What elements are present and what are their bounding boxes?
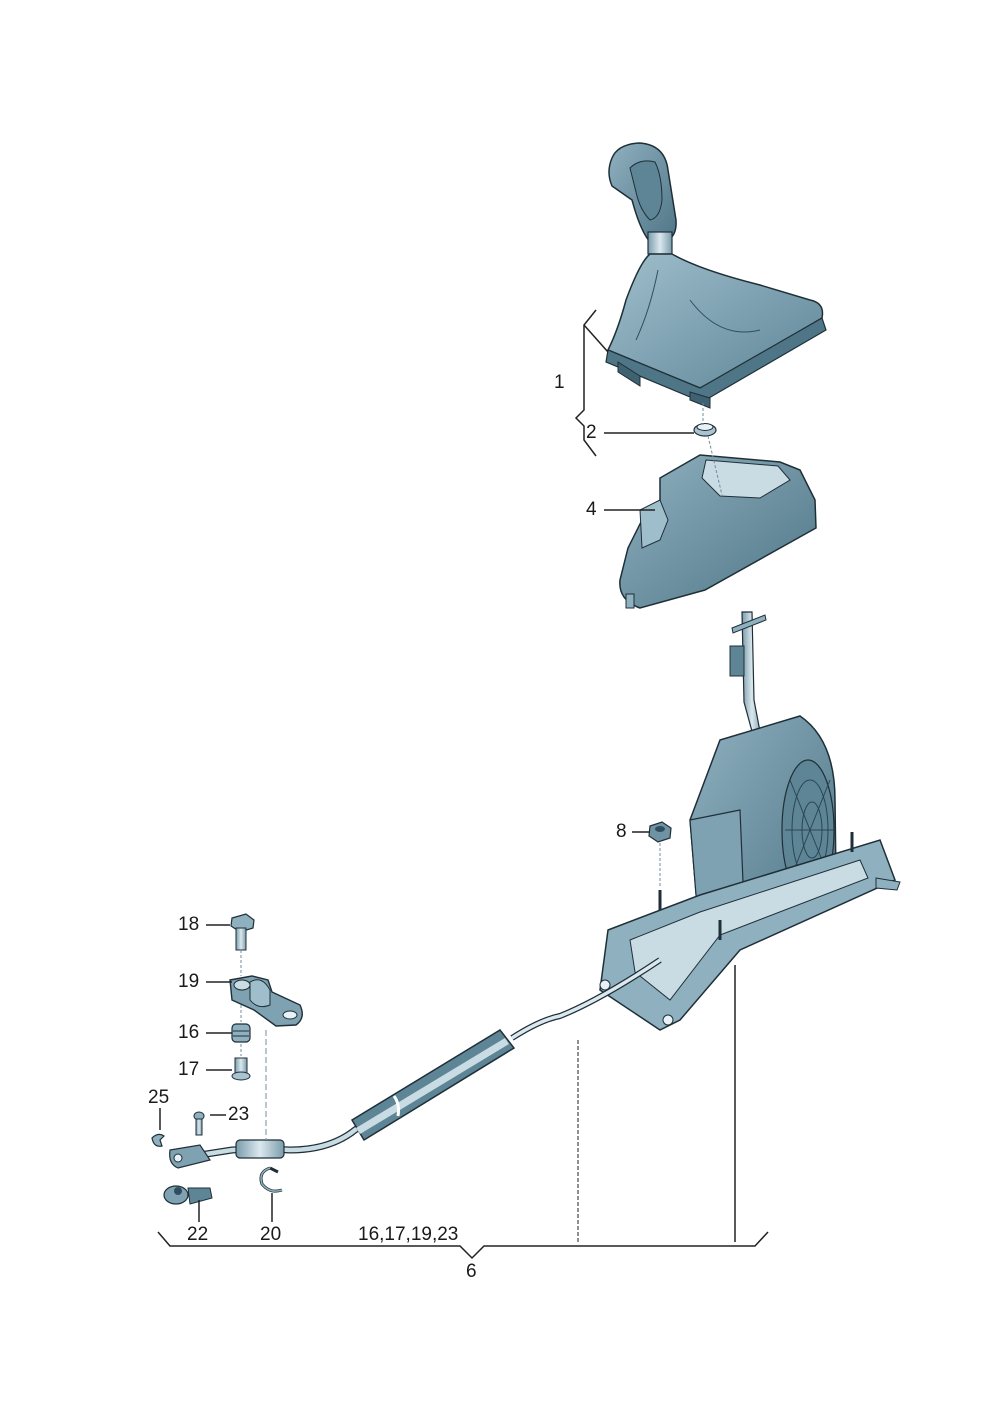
gear-knob-with-boot [605, 142, 827, 409]
selector-mechanism [599, 611, 901, 1031]
callout-20: 20 [260, 1224, 282, 1245]
callout-22: 22 [187, 1224, 209, 1245]
callout-4: 4 [586, 499, 597, 520]
callout-2: 2 [586, 422, 597, 443]
bolt [230, 913, 255, 951]
callout-8: 8 [616, 821, 627, 842]
clamp-ring [693, 423, 717, 437]
cable-end-piece [163, 1185, 213, 1205]
callout-1: 1 [554, 372, 565, 393]
cable-bracket [229, 975, 303, 1027]
retaining-clip [151, 1133, 165, 1147]
callout-23: 23 [228, 1104, 250, 1125]
hex-nut [648, 821, 672, 843]
callout-19: 19 [178, 971, 200, 992]
group-note: 16,17,19,23 [358, 1224, 459, 1245]
circlip [259, 1166, 283, 1193]
leader-lines [157, 309, 769, 1260]
selector-housing-cover [619, 454, 817, 609]
callout-6: 6 [466, 1261, 477, 1282]
shift-cable [169, 957, 662, 1169]
rubber-bushing [231, 1023, 251, 1043]
sleeve [231, 1057, 251, 1081]
screw [193, 1111, 205, 1136]
callout-16: 16 [178, 1022, 200, 1043]
callout-17: 17 [178, 1059, 200, 1080]
callout-25: 25 [148, 1087, 170, 1108]
callout-18: 18 [178, 914, 200, 935]
